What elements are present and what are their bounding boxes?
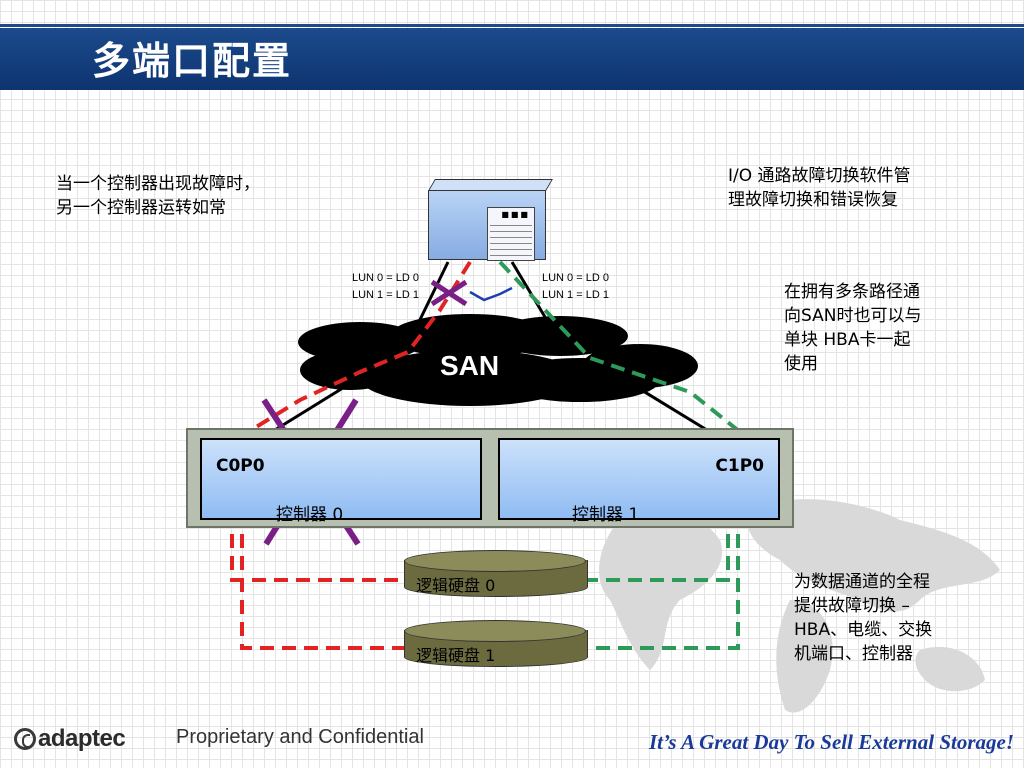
note-line: 单块 HBA卡一起 [784,330,911,350]
controller-0-label: 控制器 0 [276,505,344,525]
lun-mapping-right: LUN 0 = LD 0 LUN 1 = LD 1 [542,270,609,304]
note-line: 机端口、控制器 [794,644,913,664]
server-led-icon: ■■■ [501,210,530,219]
note-line: I/O 通路故障切换软件管 [728,166,911,186]
disk-top [404,620,586,642]
logical-disk-0: 逻辑硬盘 0 [404,550,588,598]
server-slot [490,244,532,250]
controller-0: C0P0 控制器 0 [200,438,482,525]
server-slot [490,220,532,226]
note-line: HBA、电缆、交换 [794,620,933,640]
link-indicator-icon [469,286,513,302]
note-line: 使用 [784,354,818,374]
controller-1-label: 控制器 1 [572,505,640,525]
world-map-decoration [599,499,1000,713]
failure-cross-icon [430,279,468,307]
server-slot [490,250,532,256]
lun-line: LUN 0 = LD 0 [542,272,609,284]
server-panel: ■■■ [487,207,535,261]
path-red-lower2 [240,468,406,650]
note-line: 向SAN时也可以与 [784,306,922,326]
note-line: 为数据通道的全程 [794,572,930,592]
footer-confidential: Proprietary and Confidential [176,726,424,748]
lun-line: LUN 1 = LD 1 [542,289,609,301]
footer-slogan: It’s A Great Day To Sell External Storag… [648,730,1014,754]
slide-title: 多端口配置 [92,38,293,83]
title-bar [0,28,1024,90]
path-green-lower2 [584,468,730,582]
server-slot [490,226,532,232]
port-label-c1p0: C1P0 [715,456,764,476]
server-icon: ■■■ [428,179,553,261]
lun-mapping-left: LUN 0 = LD 0 LUN 1 = LD 1 [352,270,419,304]
controller-enclosure: C0P0 控制器 0 C1P0 控制器 1 [186,428,794,528]
path-green-lower [584,468,740,650]
lun-line: LUN 0 = LD 0 [352,272,419,284]
logical-disk-0-label: 逻辑硬盘 0 [416,576,496,595]
path-red [246,260,472,434]
port-label-c0p0: C0P0 [216,456,265,476]
path-red-lower [230,468,406,582]
note-line: 在拥有多条路径通 [784,282,920,302]
adaptec-logo: adaptec [14,724,126,754]
lun-line: LUN 1 = LD 1 [352,289,419,301]
note-line: 当一个控制器出现故障时， [56,174,260,194]
adaptec-logo-icon [14,728,36,750]
link-server-right [510,261,550,323]
server-slot [490,232,532,238]
title-top-line [0,24,1024,27]
link-server-left [413,261,450,331]
note-line: 另一个控制器运转如常 [56,198,226,218]
san-cloud-icon [298,314,698,406]
logical-disk-1: 逻辑硬盘 1 [404,620,588,668]
server-slot [490,238,532,244]
note-line: 理故障切换和错误恢复 [728,190,898,210]
note-controller-failover: 当一个控制器出现故障时， 另一个控制器运转如常 [56,172,260,220]
controller-1: C1P0 控制器 1 [498,438,780,525]
logical-disk-1-label: 逻辑硬盘 1 [416,646,496,665]
note-multipath: 在拥有多条路径通 向SAN时也可以与 单块 HBA卡一起 使用 [784,280,921,376]
link-cloud-c1p0 [611,370,721,440]
disk-top [404,550,586,572]
note-full-path: 为数据通道的全程 提供故障切换 – HBA、电缆、交换 机端口、控制器 [794,570,932,666]
server-top [428,179,553,191]
san-label: SAN [440,350,500,381]
note-io-software: I/O 通路故障切换软件管 理故障切换和错误恢复 [728,164,911,212]
note-line: 提供故障切换 – [794,596,910,616]
logo-text: adaptec [38,725,126,752]
